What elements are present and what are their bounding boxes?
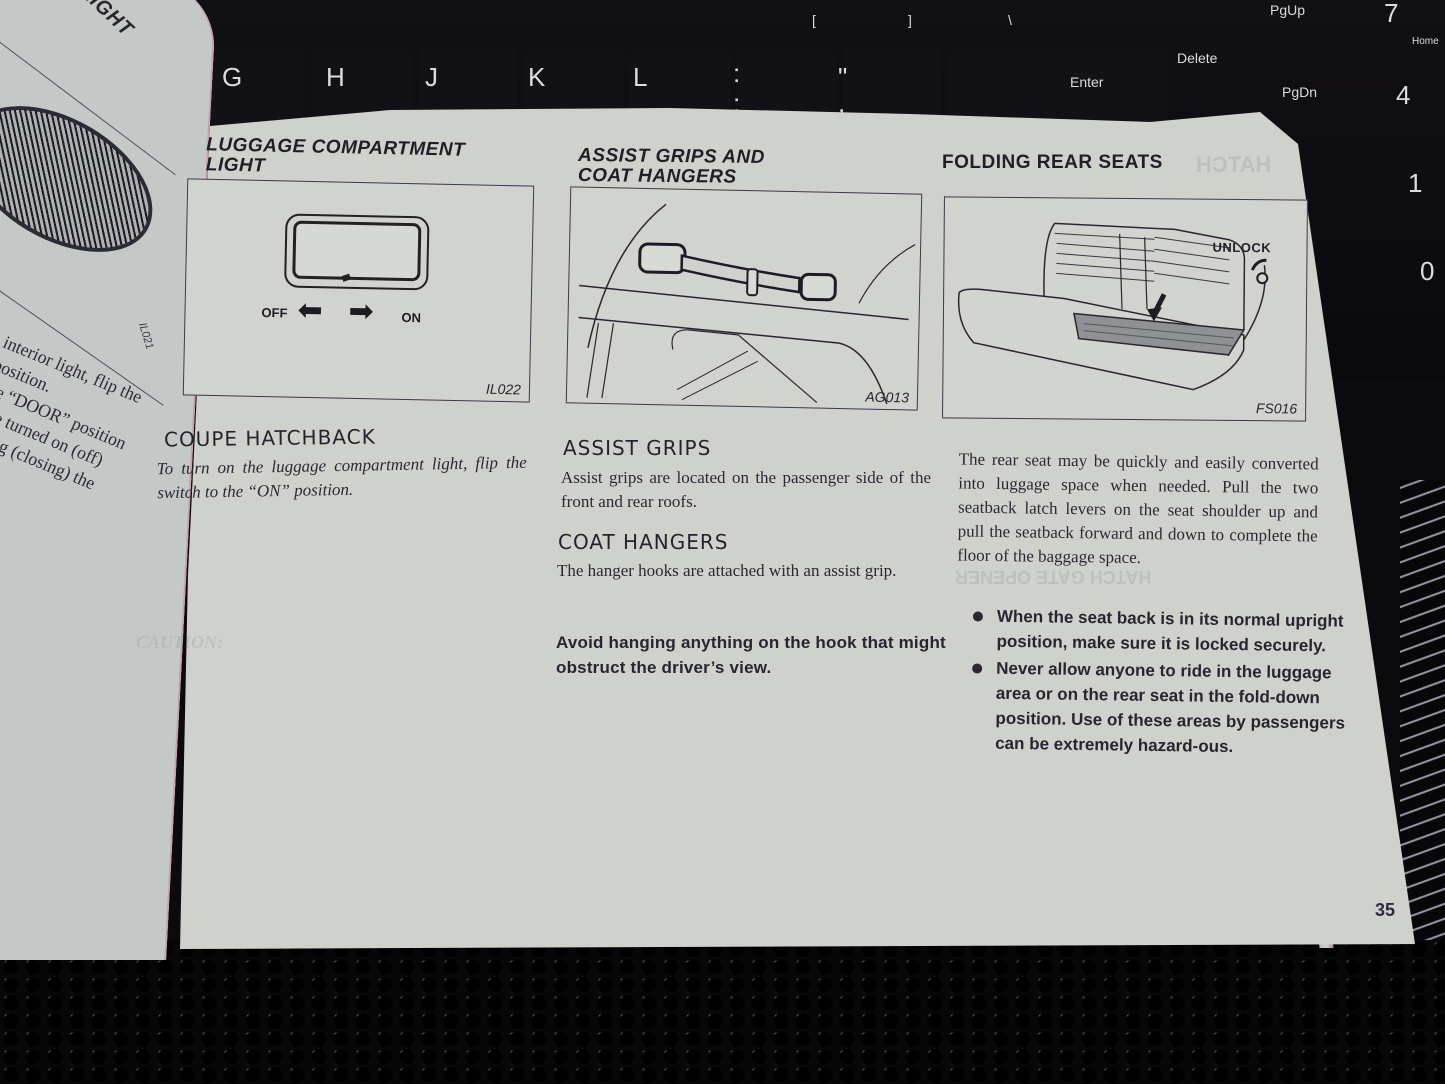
- heading-line: FOLDING REAR SEATS: [942, 152, 1163, 173]
- figure-label: AG013: [865, 388, 910, 406]
- key-j: J: [425, 62, 438, 92]
- figure-label: IL022: [485, 380, 522, 398]
- switch-toggle: [341, 273, 352, 282]
- key-h: H: [326, 62, 345, 92]
- page-number: 35: [1375, 900, 1396, 920]
- key-l: L: [633, 62, 648, 92]
- key-backslash: \: [1008, 12, 1012, 28]
- key-k: K: [528, 62, 546, 92]
- body-assist-grips: Assist grips are located on the passenge…: [561, 468, 931, 511]
- rear-seat-illustration: [957, 222, 1269, 391]
- bullet-item: When the seat back is in its normal upri…: [968, 603, 1347, 658]
- key-num-7: 7: [1384, 0, 1399, 28]
- key-num-0: 0: [1420, 256, 1435, 286]
- figure-switch-diagram: OFF ⬅ ➡ ON IL022: [182, 178, 535, 403]
- bullet-icon: [972, 663, 983, 674]
- switch-lens: [292, 220, 422, 282]
- key-colon: :: [733, 58, 741, 88]
- figure-label: FS016: [1255, 400, 1298, 417]
- key-bracket-left: [: [812, 12, 816, 28]
- key-pgdn: PgDn: [1282, 84, 1318, 100]
- subheading-assist-grips: ASSIST GRIPS: [563, 436, 712, 460]
- body-coupe-hatchback: To turn on the luggage compartment light…: [156, 452, 527, 503]
- key-quote: ": [838, 62, 848, 92]
- key-pgup: PgUp: [1270, 2, 1306, 18]
- assist-grip-illustration: [578, 203, 916, 405]
- section-heading: ASSIST GRIPS AND COAT HANGERS: [577, 145, 765, 188]
- heading-line: COAT HANGERS: [577, 165, 737, 188]
- section-heading: FOLDING REAR SEATS: [942, 153, 1163, 173]
- arrow-right-icon: ➡: [348, 294, 375, 329]
- bullet-icon: [972, 611, 983, 622]
- key-num-4: 4: [1396, 80, 1411, 110]
- safety-bullet-list: When the seat back is in its normal upri…: [967, 603, 1347, 762]
- subheading-coupe-hatchback: COUPE HATCHBACK: [163, 424, 376, 452]
- warning-coat-hangers: Avoid hanging anything on the hook that …: [556, 633, 946, 677]
- key-home: Home: [1412, 36, 1439, 47]
- key-comma: ,: [838, 88, 846, 118]
- body-coat-hangers: The hanger hooks are attached with an as…: [557, 561, 897, 580]
- section-heading: LUGGAGE COMPARTMENT LIGHT: [206, 134, 466, 180]
- dome-light-illustration: [0, 75, 179, 283]
- key-g: G: [222, 62, 243, 92]
- key-semicolon: ;: [733, 88, 741, 118]
- body-folding-rear-seats: The rear seat may be quickly and easily …: [957, 449, 1319, 568]
- mesh-mat: [0, 940, 1445, 1084]
- left-page-body: interior light, flip the position. the “…: [0, 330, 164, 527]
- mesh-mat-edge: [1400, 480, 1445, 950]
- key-delete: Delete: [1177, 50, 1218, 66]
- bullet-text: Never allow anyone to ride in the luggag…: [995, 658, 1346, 757]
- arrow-left-icon: ⬅: [297, 293, 324, 328]
- light-switch-illustration: [284, 213, 430, 291]
- left-page-title: LIGHT: [76, 0, 138, 42]
- figure-label: IL021: [136, 321, 156, 351]
- bullet-text: When the seat back is in its normal upri…: [996, 606, 1344, 656]
- key-num-1: 1: [1408, 168, 1423, 198]
- off-label: OFF: [261, 304, 288, 321]
- bleed-through-caution: CAUTION:: [136, 632, 224, 652]
- subheading-coat-hangers: COAT HANGERS: [558, 530, 729, 554]
- figure-rear-seat: UNLOCK FS016: [942, 196, 1308, 422]
- figure-assist-grip: AG013: [565, 186, 923, 411]
- key-bracket-right: ]: [908, 12, 912, 28]
- bleed-through-heading: HATCH: [1196, 152, 1272, 177]
- on-label: ON: [401, 309, 422, 326]
- key-enter: Enter: [1070, 74, 1104, 90]
- unlock-callout: UNLOCK: [1212, 239, 1272, 256]
- bullet-item: Never allow anyone to ride in the luggag…: [967, 655, 1346, 760]
